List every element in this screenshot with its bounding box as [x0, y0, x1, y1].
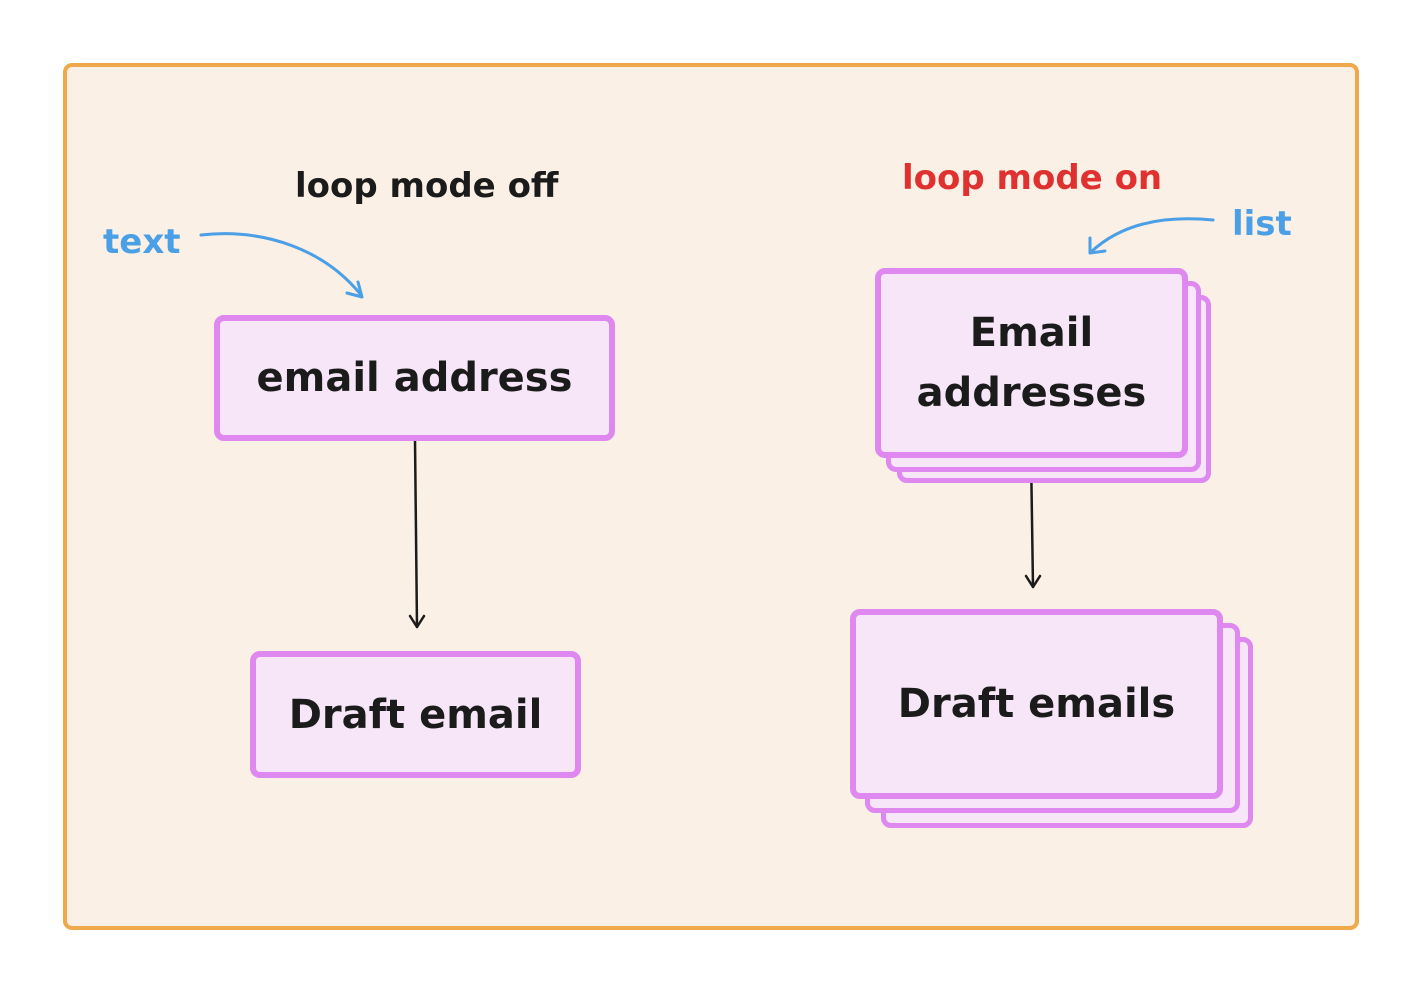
text-annotation-arrow [199, 232, 363, 297]
list-annotation-arrow [1089, 217, 1215, 254]
email-address-node-label: email address [256, 355, 573, 401]
loop-mode-off-label: loop mode off [295, 166, 559, 206]
draft-emails-node-label: Draft emails [897, 681, 1176, 727]
list-type-label: list [1232, 204, 1292, 244]
email-addresses-node-line2: addresses [916, 370, 1147, 416]
draft-email-node-label: Draft email [288, 691, 543, 738]
right-connector-arrowhead [1024, 574, 1042, 589]
email-addresses-node[interactable]: Email addresses [875, 268, 1188, 458]
draft-emails-node[interactable]: Draft emails [850, 609, 1223, 799]
text-annotation-arrowhead [345, 280, 364, 299]
list-annotation-arrowhead [1088, 236, 1107, 255]
left-connector-line [413, 438, 419, 629]
loop-mode-on-label: loop mode on [902, 158, 1163, 198]
draft-email-node[interactable]: Draft email [250, 651, 581, 778]
left-connector-arrowhead [408, 614, 426, 629]
email-address-node[interactable]: email address [214, 315, 615, 441]
text-type-label: text [103, 222, 181, 262]
email-addresses-node-line1: Email [969, 310, 1094, 356]
